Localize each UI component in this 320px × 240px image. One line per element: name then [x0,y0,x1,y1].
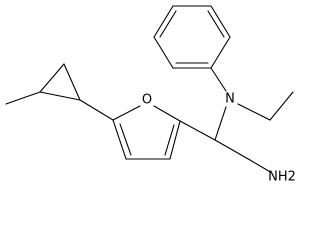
bond-ch-to-ch2 [214,139,251,161]
bond-furan-o-c2 [153,105,181,122]
bond-ch-to-n [214,106,227,141]
bond-furan-c2-c3-inner [164,124,175,156]
methylcyclopropyl-group [5,63,114,121]
aminoethyl-chain: NH2 [179,120,296,185]
bond-furan-c4-c5 [112,119,127,160]
bond-n-to-ethyl [237,103,271,121]
bond-ch2-to-amine [249,159,273,174]
bond-n-to-phenyl [210,67,227,92]
bond-phenyl-inner-b [159,10,177,38]
bond-cyclopropyl-a [39,63,65,93]
bond-furan-to-ch [179,120,216,141]
furan-ring: O [112,93,181,160]
aniline-nitrogen-group: N [210,67,294,141]
oxygen-atom-label: O [142,93,152,108]
bond-methyl [5,91,41,105]
bond-phenyl-5 [153,36,174,69]
bond-cyclopropyl-b [63,63,81,101]
bond-ethyl-terminal [269,91,294,121]
amine-atom-label: NH2 [268,170,296,185]
nitrogen-atom-label: N [225,92,235,107]
bond-cyclopropyl-c [39,91,81,101]
bond-furan-c4-c5-inner [119,123,132,156]
molecule-structure-diagram: O NH2 N [5,5,296,185]
bond-phenyl-inner-a [207,10,225,38]
bond-phenyl-4 [153,5,174,38]
bond-cyclopropyl-to-furan [79,99,114,121]
bond-phenyl-1 [210,36,231,69]
phenyl-ring [153,5,231,69]
bond-furan-c5-o [112,105,141,121]
bond-phenyl-2 [210,5,231,38]
bond-furan-c2-c3 [169,120,181,160]
